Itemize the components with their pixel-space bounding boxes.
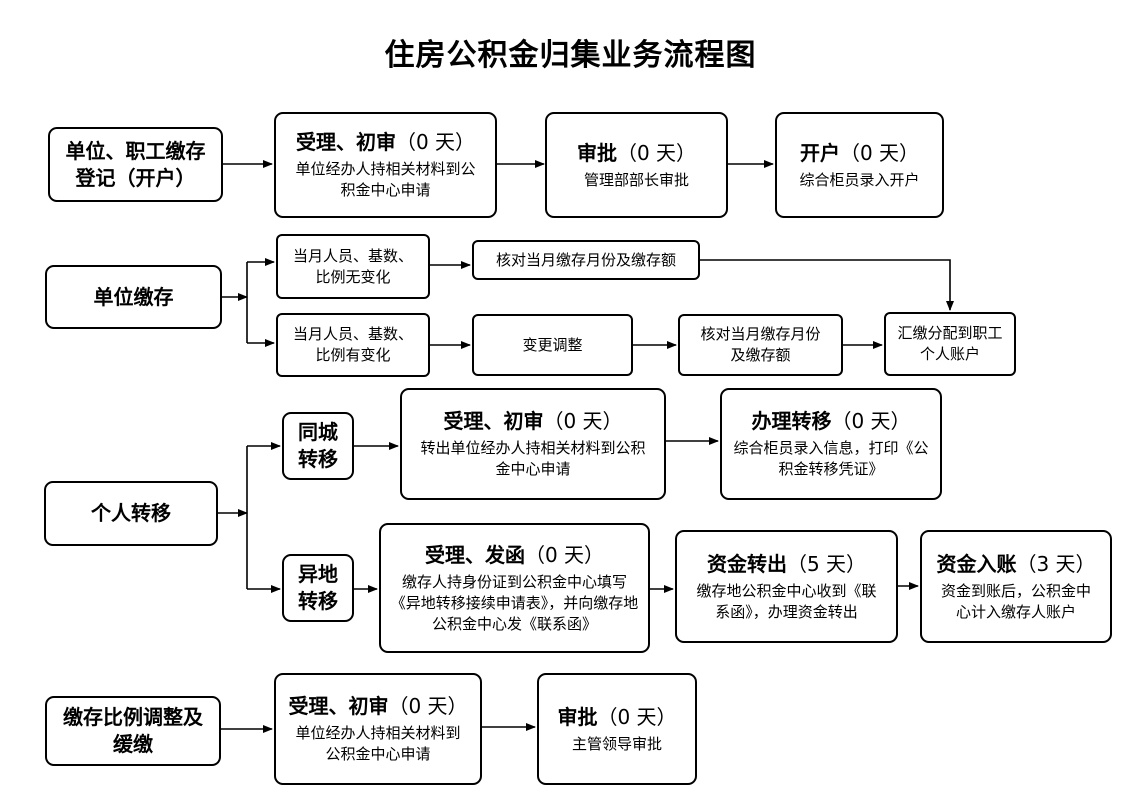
- r3-local-step1-title: 受理、初审: [443, 409, 544, 433]
- r3-remote-step2-duration: （5 天）: [786, 551, 867, 576]
- r4-step2-box: 审批（0 天） 主管领导审批: [537, 673, 697, 785]
- r3-local-step2-desc: 综合柜员录入信息，打印《公积金转移凭证》: [733, 439, 929, 478]
- r1-step3-box: 开户（0 天） 综合柜员录入开户: [775, 112, 944, 218]
- r3-remote-step3-title: 资金入账: [936, 551, 1017, 576]
- r1-step1-box: 受理、初审（0 天） 单位经办人持相关材料到公积金中心申请: [274, 112, 497, 218]
- r4-step2-desc: 主管领导审批: [571, 734, 662, 753]
- r3-local-step2-duration: （0 天）: [831, 409, 911, 433]
- r3-remote-step1-duration: （0 天）: [524, 542, 605, 567]
- r2-cond1-box: 当月人员、基数、比例无变化: [276, 234, 430, 299]
- r3-remote-step2-title: 资金转出: [706, 551, 787, 576]
- r3-remote-box: 异地转移: [282, 554, 354, 622]
- start-unit-deposit-label: 单位缴存: [93, 284, 174, 309]
- r2-check1-box: 核对当月缴存月份及缴存额: [472, 240, 700, 280]
- start-unit-deposit-box: 单位缴存: [45, 265, 222, 329]
- r2-check1-label: 核对当月缴存月份及缴存额: [495, 250, 676, 269]
- r3-remote-step3-box: 资金入账（3 天） 资金到账后，公积金中心计入缴存人账户: [920, 530, 1112, 643]
- r3-remote-label: 异地转移: [298, 562, 338, 613]
- r2-cond1-label: 当月人员、基数、比例无变化: [292, 246, 413, 286]
- r4-step1-desc: 单位经办人持相关材料到公积金中心申请: [295, 724, 461, 763]
- r2-change-box: 变更调整: [472, 314, 633, 376]
- r3-remote-step2-box: 资金转出（5 天） 缴存地公积金中心收到《联系函》，办理资金转出: [675, 530, 898, 643]
- r3-remote-step2-desc: 缴存地公积金中心收到《联系函》，办理资金转出: [696, 581, 877, 621]
- r3-local-label: 同城转移: [298, 420, 338, 471]
- start-registration-label: 单位、职工缴存登记（开户）: [65, 138, 206, 190]
- r3-local-step2-box: 办理转移（0 天） 综合柜员录入信息，打印《公积金转移凭证》: [720, 388, 942, 500]
- r3-remote-step3-desc: 资金到账后，公积金中心计入缴存人账户: [940, 581, 1091, 621]
- r3-remote-step1-box: 受理、发函（0 天） 缴存人持身份证到公积金中心填写《异地转移接续申请表》，并向…: [379, 523, 650, 653]
- r3-local-step2-title: 办理转移: [751, 409, 832, 433]
- start-ratio-adjust-box: 缴存比例调整及缓缴: [45, 696, 221, 766]
- r4-step1-duration: （0 天）: [388, 694, 468, 718]
- r4-step1-title: 受理、初审: [288, 694, 389, 718]
- r2-allocate-label: 汇缴分配到职工个人账户: [897, 324, 1003, 363]
- page-title: 住房公积金归集业务流程图: [384, 38, 757, 73]
- r2-check2-box: 核对当月缴存月份及缴存额: [678, 314, 843, 376]
- r4-step2-title: 审批: [557, 704, 598, 729]
- r1-step3-duration: （0 天）: [839, 140, 920, 165]
- r2-check2-label: 核对当月缴存月份及缴存额: [700, 325, 821, 364]
- r3-local-box: 同城转移: [282, 412, 354, 480]
- r3-remote-step3-duration: （3 天）: [1016, 551, 1096, 576]
- r3-local-step1-desc: 转出单位经办人持相关材料到公积金中心申请: [420, 439, 646, 478]
- start-personal-transfer-box: 个人转移: [44, 481, 218, 546]
- start-personal-transfer-label: 个人转移: [91, 501, 171, 525]
- r3-local-step1-box: 受理、初审（0 天） 转出单位经办人持相关材料到公积金中心申请: [400, 388, 666, 500]
- r1-step3-title: 开户: [799, 140, 840, 165]
- r1-step3-desc: 综合柜员录入开户: [799, 170, 920, 189]
- start-ratio-adjust-label: 缴存比例调整及缓缴: [63, 705, 203, 756]
- r1-step1-title: 受理、初审: [295, 130, 396, 154]
- r4-step1-box: 受理、初审（0 天） 单位经办人持相关材料到公积金中心申请: [274, 673, 482, 785]
- r3-remote-step1-desc: 缴存人持身份证到公积金中心填写《异地转移接续申请表》，并向缴存地公积金中心发《联…: [390, 572, 639, 633]
- r1-step2-title: 审批: [576, 140, 617, 165]
- r2-cond2-label: 当月人员、基数、比例有变化: [292, 325, 413, 364]
- r1-step1-desc: 单位经办人持相关材料到公积金中心申请: [295, 160, 476, 199]
- r4-step2-duration: （0 天）: [597, 704, 677, 729]
- r3-remote-step1-title: 受理、发函: [424, 542, 525, 567]
- r1-step2-desc: 管理部部长审批: [583, 170, 689, 189]
- r1-step2-duration: （0 天）: [616, 140, 697, 165]
- r1-step1-duration: （0 天）: [395, 130, 476, 154]
- r2-cond2-box: 当月人员、基数、比例有变化: [276, 313, 430, 377]
- r3-local-step1-duration: （0 天）: [543, 409, 623, 433]
- arrow-r2-check1-down: [700, 259, 954, 311]
- start-registration-box: 单位、职工缴存登记（开户）: [48, 127, 223, 202]
- r1-step2-box: 审批（0 天） 管理部部长审批: [545, 112, 728, 218]
- r2-change-label: 变更调整: [522, 335, 583, 354]
- r2-allocate-box: 汇缴分配到职工个人账户: [884, 312, 1016, 376]
